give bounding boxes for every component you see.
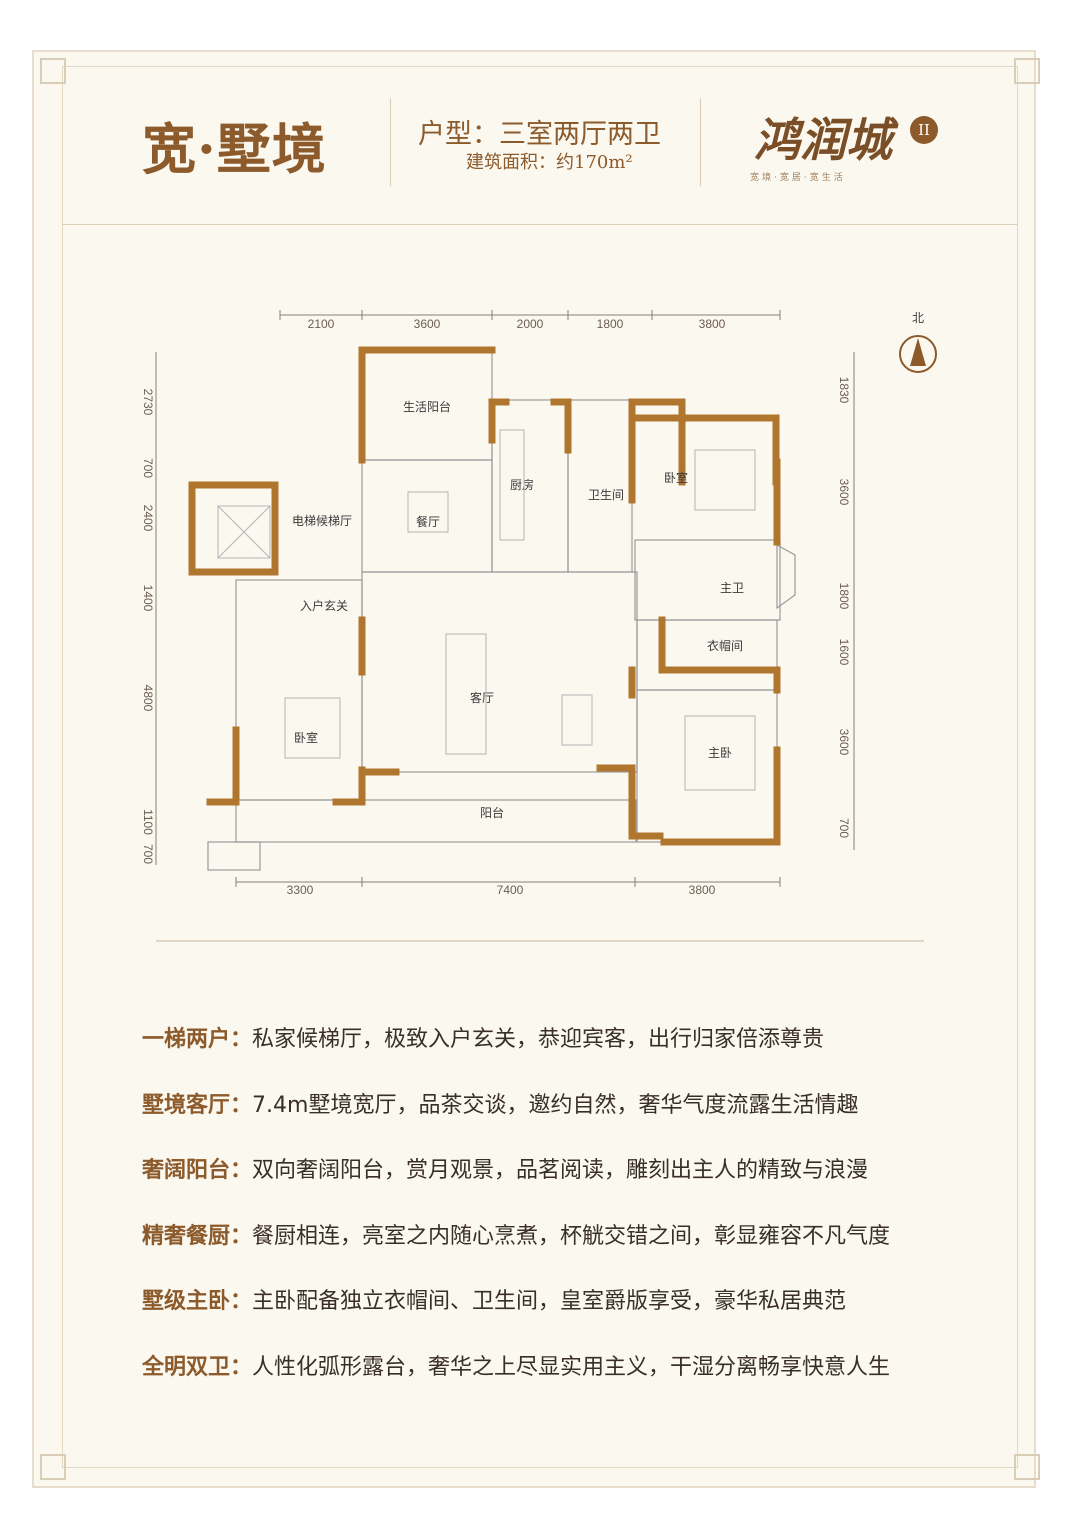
content-divider xyxy=(156,940,924,942)
furniture xyxy=(217,429,756,791)
floor-area: 建筑面积：约170m² xyxy=(466,152,633,173)
header-divider xyxy=(62,224,1018,225)
feature-label: 一梯两户 xyxy=(142,1027,231,1052)
feature-text: 私家候梯厅，极致入户玄关，恭迎宾客，出行归家倍添尊贵 xyxy=(252,1027,825,1052)
feature-item: 墅境客厅：7.4m墅境宽厅，品茶交谈，邀约自然，奢华气度流露生活情趣 xyxy=(142,1092,859,1118)
corner-ornament xyxy=(40,1454,66,1480)
feature-item: 一梯两户：私家候梯厅，极致入户玄关，恭迎宾客，出行归家倍添尊贵 xyxy=(142,1027,825,1052)
bottom-dim: 3800 xyxy=(689,883,716,897)
floor-plan: 2100 3600 2000 1800 3800 3300 7400 3800 … xyxy=(141,310,937,897)
left-dim: 2400 xyxy=(141,505,155,532)
left-dim: 700 xyxy=(141,844,155,864)
room-label: 主卧 xyxy=(708,746,732,760)
feature-label: 墅境客厅 xyxy=(142,1092,231,1118)
room-label: 卧室 xyxy=(664,470,688,485)
dimension-lines xyxy=(155,310,855,887)
logo-name: 鸿润城 xyxy=(754,113,892,167)
room-label: 阳台 xyxy=(480,805,504,820)
right-dim: 1800 xyxy=(837,583,851,610)
top-dim: 2100 xyxy=(308,317,335,331)
left-dim: 1400 xyxy=(141,585,155,612)
bottom-dim: 3300 xyxy=(287,883,314,897)
feature-item: 精奢餐厨：餐厨相连，亮室之内随心烹煮，杯觥交错之间，彰显雍容不凡气度 xyxy=(142,1223,891,1249)
page-inner-border xyxy=(62,66,1018,1468)
unit-type: 户型：三室两厅两卫 xyxy=(418,119,661,150)
right-dim: 700 xyxy=(837,818,851,838)
room-label: 客厅 xyxy=(470,690,494,705)
feature-item: 墅级主卧：主卧配备独立衣帽间、卫生间，皇室爵版享受，豪华私居典范 xyxy=(142,1289,847,1314)
compass-label: 北 xyxy=(912,311,924,325)
room-label: 衣帽间 xyxy=(707,638,743,653)
feature-text: 人性化弧形露台，奢华之上尽显实用主义，干湿分离畅享快意人生 xyxy=(252,1354,891,1380)
room-label: 餐厅 xyxy=(416,514,440,529)
feature-label: 墅级主卧 xyxy=(142,1289,231,1314)
feature-label: 精奢餐厨 xyxy=(142,1223,231,1249)
top-dim: 3600 xyxy=(414,317,441,331)
page-frame xyxy=(32,50,1036,1488)
room-label: 入户玄关 xyxy=(300,598,348,613)
feature-text: 双向奢阔阳台，赏月观景，品茗阅读，雕刻出主人的精致与浪漫 xyxy=(252,1158,869,1183)
left-dim: 1100 xyxy=(141,809,155,835)
left-dim: 4800 xyxy=(141,685,155,712)
header-divider-right xyxy=(700,98,701,186)
right-dim: 1830 xyxy=(837,377,851,404)
feature-text: 7.4m墅境宽厅，品茶交谈，邀约自然，奢华气度流露生活情趣 xyxy=(252,1092,859,1118)
feature-label: 奢阔阳台 xyxy=(142,1158,231,1183)
room-label: 卫生间 xyxy=(588,488,624,502)
page-title: 宽·墅境 xyxy=(142,117,327,181)
corner-ornament xyxy=(1014,58,1040,84)
compass: 北 xyxy=(899,311,937,373)
feature-label: 全明双卫 xyxy=(142,1354,231,1380)
left-dim: 2730 xyxy=(141,389,155,416)
brand-logo: 鸿润城 II 宽境·宽居·宽生活 xyxy=(740,104,960,184)
room-label: 生活阳台 xyxy=(403,399,451,414)
header-divider-left xyxy=(390,98,391,186)
feature-item: 全明双卫：人性化弧形露台，奢华之上尽显实用主义，干湿分离畅享快意人生 xyxy=(142,1354,891,1380)
right-dim: 1600 xyxy=(837,639,851,666)
left-dim: 700 xyxy=(141,458,155,478)
corner-ornament xyxy=(40,58,66,84)
right-dim: 3600 xyxy=(837,729,851,756)
thick-walls xyxy=(188,346,781,846)
right-dim: 3600 xyxy=(837,479,851,506)
room-label: 厨房 xyxy=(510,477,534,492)
top-dim: 1800 xyxy=(597,317,624,331)
logo-badge: II xyxy=(910,116,938,144)
feature-text: 主卧配备独立衣帽间、卫生间，皇室爵版享受，豪华私居典范 xyxy=(252,1289,847,1314)
room-label: 卧室 xyxy=(294,730,318,745)
top-dim: 2000 xyxy=(517,317,544,331)
feature-item: 奢阔阳台：双向奢阔阳台，赏月观景，品茗阅读，雕刻出主人的精致与浪漫 xyxy=(142,1158,869,1183)
room-label: 电梯候梯厅 xyxy=(292,514,352,528)
bottom-dim: 7400 xyxy=(497,883,524,897)
room-label: 主卫 xyxy=(720,581,744,595)
logo-tagline: 宽境·宽居·宽生活 xyxy=(750,173,846,183)
top-dim: 3800 xyxy=(699,317,726,331)
feature-text: 餐厨相连，亮室之内随心烹煮，杯觥交错之间，彰显雍容不凡气度 xyxy=(252,1223,891,1249)
feature-list: 一梯两户：私家候梯厅，极致入户玄关，恭迎宾客，出行归家倍添尊贵 墅境客厅：7.4… xyxy=(142,1022,962,1415)
thin-walls xyxy=(207,349,796,871)
corner-ornament xyxy=(1014,1454,1040,1480)
compass-icon xyxy=(899,335,937,373)
